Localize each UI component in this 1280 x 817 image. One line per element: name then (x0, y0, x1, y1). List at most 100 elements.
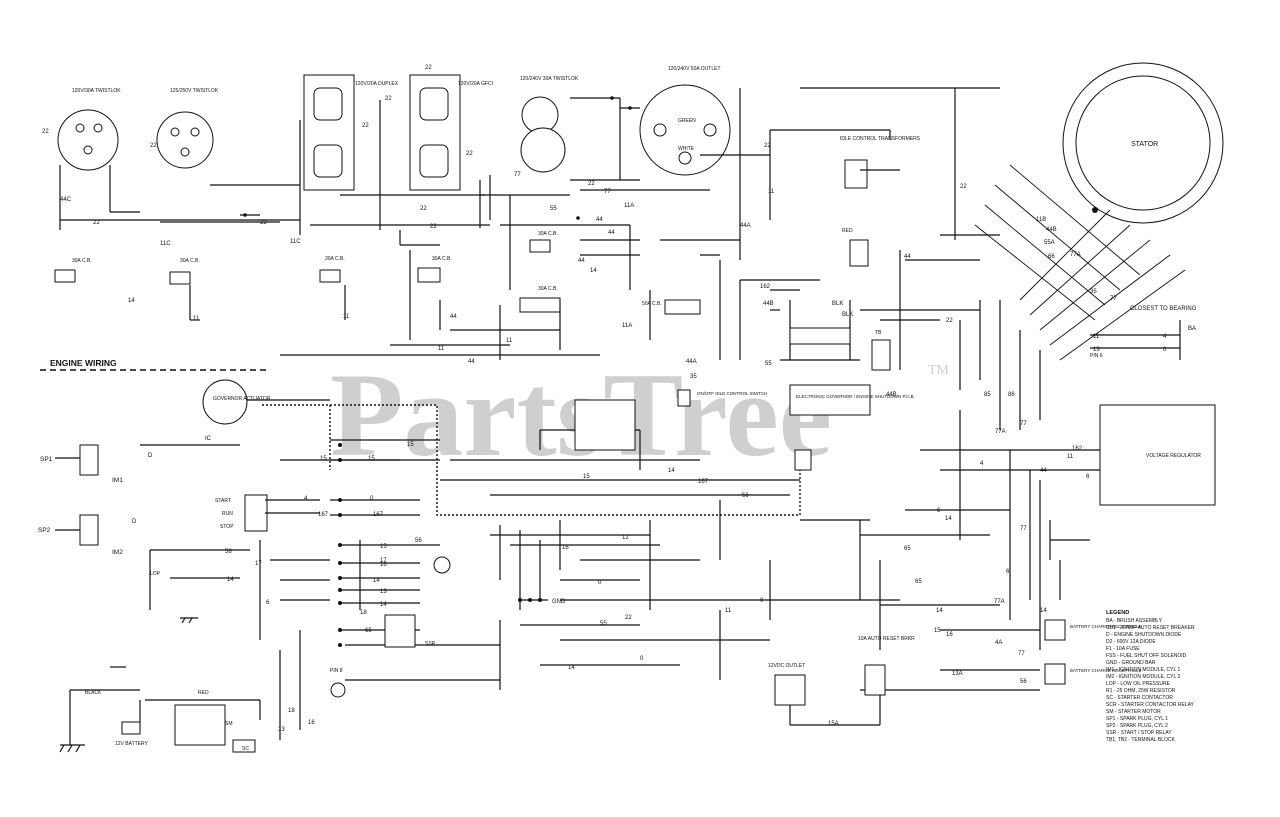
lower-left-wiring (69, 459, 400, 745)
svg-text:30A C.B.: 30A C.B. (180, 258, 200, 264)
svg-text:0: 0 (1163, 347, 1167, 353)
svg-text:14: 14 (128, 298, 135, 304)
outlet-twistlok-30a: 120/240V 30A TWISTLOK (520, 76, 579, 173)
stator-label: STATOR (1131, 141, 1158, 148)
svg-text:11: 11 (343, 314, 350, 320)
svg-text:LEGEND: LEGEND (1106, 610, 1129, 616)
svg-text:167: 167 (318, 512, 329, 518)
svg-text:22: 22 (150, 143, 157, 149)
svg-text:13A: 13A (952, 671, 963, 677)
terminal-strip: PIN 8 (330, 439, 500, 698)
svg-text:IDLE CONTROL TRANSFORMERS: IDLE CONTROL TRANSFORMERS (840, 136, 921, 142)
outlet-twistlok-120-30a: 120V/30A TWISTLOK (57, 88, 121, 171)
spark-plug-1: SP1 IM1 (40, 444, 123, 484)
svg-text:15: 15 (368, 456, 375, 462)
svg-text:4: 4 (304, 496, 308, 502)
svg-text:CLOSEST TO BEARING: CLOSEST TO BEARING (1130, 306, 1197, 312)
svg-text:D2 - 600V 12A DIODE: D2 - 600V 12A DIODE (1106, 639, 1156, 645)
svg-text:11A: 11A (622, 323, 632, 329)
svg-text:11: 11 (438, 346, 445, 352)
svg-text:55: 55 (550, 206, 557, 212)
outlet-twistlok-125-250v: 125/250V TWISTLOK (156, 88, 219, 169)
svg-text:16: 16 (946, 632, 953, 638)
svg-text:D - ENGINE SHUTDOWN DIODE: D - ENGINE SHUTDOWN DIODE (1106, 632, 1182, 638)
outlet-label: 120V/20A GFCI (458, 81, 493, 87)
svg-text:44B: 44B (1046, 227, 1057, 233)
svg-text:11: 11 (193, 316, 200, 322)
svg-text:18: 18 (360, 610, 367, 616)
svg-text:BLACK: BLACK (85, 690, 102, 696)
svg-text:55: 55 (765, 361, 772, 367)
svg-text:11C: 11C (160, 241, 171, 247)
start-run-stop-switch: START RUN STOP (215, 494, 268, 532)
svg-text:22: 22 (362, 123, 369, 129)
svg-text:14: 14 (936, 608, 943, 614)
svg-text:10A AUTO RESET BRKR: 10A AUTO RESET BRKR (858, 636, 915, 642)
svg-text:6: 6 (1006, 569, 1010, 575)
svg-text:77: 77 (1020, 526, 1027, 532)
svg-text:11: 11 (506, 338, 513, 344)
top-wiring (59, 87, 1000, 370)
svg-text:SSR - START / STOP RELAY: SSR - START / STOP RELAY (1106, 730, 1172, 736)
svg-text:BA: BA (1188, 326, 1196, 332)
svg-text:11A: 11A (624, 203, 634, 209)
svg-text:GND - GROUND BAR: GND - GROUND BAR (1106, 660, 1156, 666)
terminal-dots (243, 96, 1098, 647)
svg-text:44B: 44B (763, 301, 774, 307)
svg-text:ELECTRONIC GOVERNOR / ENGINE S: ELECTRONIC GOVERNOR / ENGINE SHUTDOWN P.… (796, 394, 915, 399)
svg-text:77A: 77A (994, 599, 1005, 605)
svg-text:44C: 44C (60, 197, 72, 203)
outlet-duplex: 120V/20A DUPLEX (303, 74, 399, 191)
svg-text:14: 14 (568, 665, 575, 671)
svg-text:55: 55 (600, 621, 607, 627)
svg-text:FSS - FUEL SHUT OFF SOLENOID: FSS - FUEL SHUT OFF SOLENOID (1106, 653, 1187, 659)
wire-number-labels: 22 22 44C 22 22 11C 11C 14 11 11 22 22 2… (42, 65, 1167, 733)
idle-control-transformers: IDLE CONTROL TRANSFORMERS RED (840, 136, 921, 267)
electronic-governor-pcb: ELECTRONIC GOVERNOR / ENGINE SHUTDOWN P.… (574, 384, 915, 471)
svg-text:22: 22 (385, 96, 392, 102)
ground-bar-label: GND (552, 599, 566, 605)
start-stop-relay: SSR (384, 614, 436, 648)
spark-plug-2: SP2 IM2 (38, 514, 123, 556)
engine-harness (262, 404, 801, 516)
svg-text:R1 - 25 OHM, 25W RESISTOR: R1 - 25 OHM, 25W RESISTOR (1106, 688, 1176, 694)
svg-text:56: 56 (742, 493, 749, 499)
stator-leads (974, 164, 1186, 361)
svg-text:22: 22 (260, 220, 267, 226)
svg-text:SP1: SP1 (40, 456, 53, 463)
svg-text:0: 0 (640, 656, 644, 662)
svg-text:BA - BRUSH ASSEMBLY: BA - BRUSH ASSEMBLY (1106, 618, 1163, 624)
svg-text:85: 85 (984, 392, 991, 398)
svg-text:167: 167 (698, 479, 709, 485)
ground-symbol (59, 617, 198, 753)
outlet-label: 120/240V 50A OUTLET (668, 66, 721, 72)
svg-text:77: 77 (1018, 651, 1025, 657)
svg-text:SP2 - SPARK PLUG, CYL 2: SP2 - SPARK PLUG, CYL 2 (1106, 723, 1168, 729)
legend: LEGEND BA - BRUSH ASSEMBLY CB1 - 20AMP A… (1106, 610, 1195, 743)
svg-text:14: 14 (380, 602, 387, 608)
svg-text:44: 44 (904, 254, 911, 260)
svg-text:16: 16 (562, 545, 569, 551)
svg-text:CB1 - 20AMP AUTO RESET BREAKER: CB1 - 20AMP AUTO RESET BREAKER (1106, 625, 1195, 631)
svg-text:11: 11 (725, 608, 732, 614)
center-wiring (440, 410, 1100, 691)
svg-text:12V BATTERY: 12V BATTERY (115, 741, 149, 747)
svg-text:77A: 77A (1070, 252, 1081, 258)
svg-text:44: 44 (596, 217, 603, 223)
svg-text:IM1 - IGNITION MODULE, CYL 1: IM1 - IGNITION MODULE, CYL 1 (1106, 667, 1180, 673)
svg-text:30A C.B.: 30A C.B. (325, 256, 345, 262)
outlet-label: 120V/30A TWISTLOK (72, 88, 121, 94)
svg-text:6: 6 (1086, 474, 1090, 480)
svg-text:44A: 44A (686, 359, 697, 365)
svg-text:56: 56 (415, 538, 422, 544)
svg-text:65: 65 (365, 628, 372, 634)
outlet-label: 120/240V 30A TWISTLOK (520, 76, 579, 82)
svg-text:RUN: RUN (222, 511, 233, 517)
fuel-shutoff-solenoid (433, 556, 451, 574)
svg-text:BATTERY CHARGE RECEPTACLE: BATTERY CHARGE RECEPTACLE (1070, 668, 1142, 673)
svg-text:SM - STARTER MOTOR: SM - STARTER MOTOR (1106, 709, 1161, 715)
battery-charge-receptacles: BATTERY CHARGE RECEPTACLE BATTERY CHARGE… (1044, 619, 1142, 685)
battery: 12V BATTERY BLACK RED (85, 690, 209, 747)
